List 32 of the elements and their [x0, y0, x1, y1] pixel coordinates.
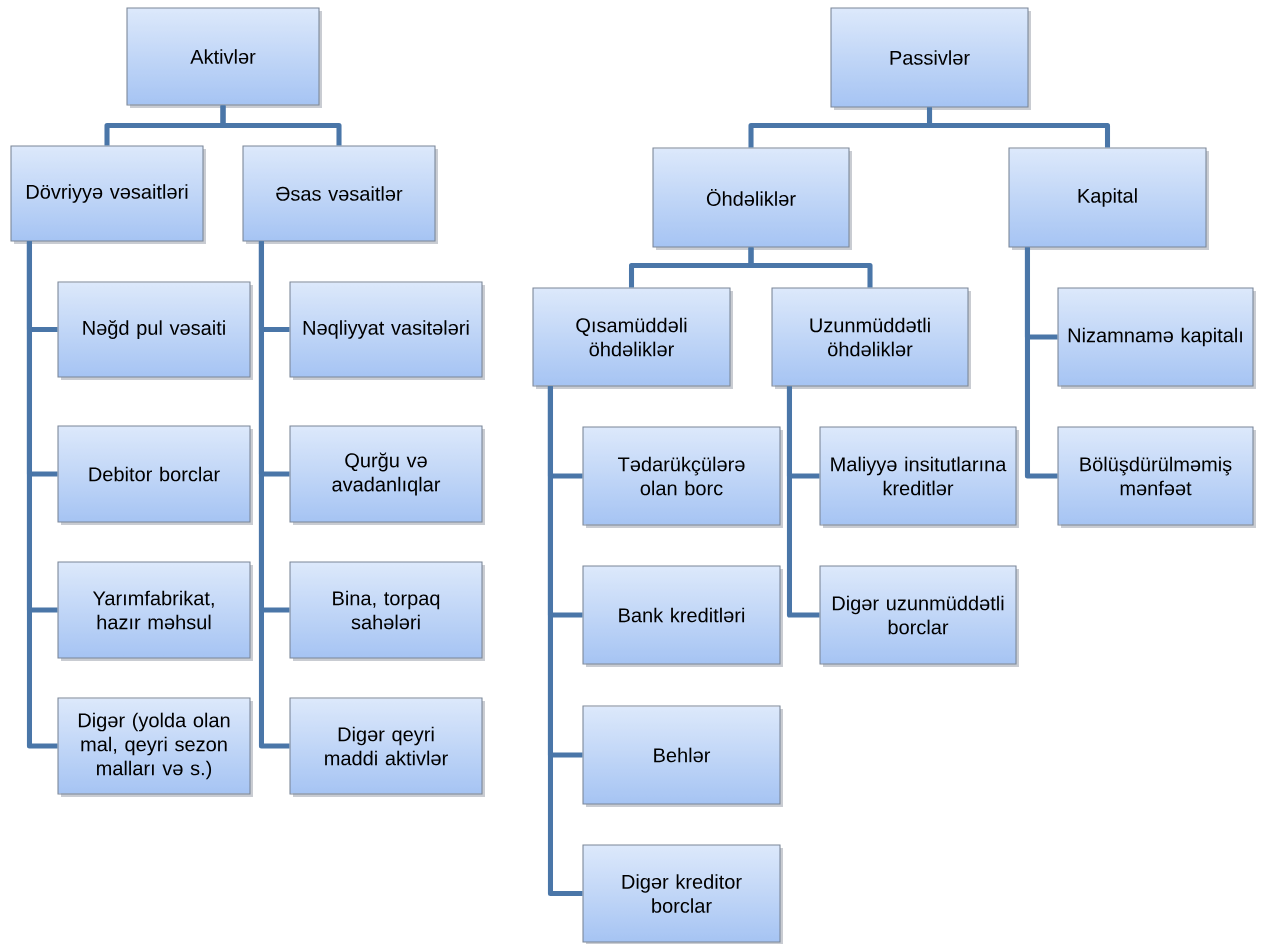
org-box: Maliyyə insitutlarına kreditlər	[819, 426, 1017, 526]
connector-line	[26, 241, 58, 749]
org-box: Digər kreditor borclar	[582, 844, 781, 943]
connector-line	[1024, 247, 1058, 479]
org-box: Digər uzunmüddətli borclar	[819, 565, 1017, 665]
org-box: Digər qeyri maddi aktivlər	[289, 697, 483, 795]
org-box: Bank kreditləri	[582, 565, 781, 665]
org-box: Yarımfabrikat, hazır məhsul	[57, 561, 251, 659]
org-box: Qurğu və avadanlıqlar	[289, 425, 483, 523]
connector-line	[926, 107, 1111, 148]
org-box: Tədarükçülərə olan borc	[582, 426, 781, 526]
org-box: Behlər	[582, 705, 781, 805]
org-box: Əsas vəsaitlər	[242, 145, 436, 242]
connector-line	[220, 105, 342, 146]
org-box: Debitor borclar	[57, 425, 251, 523]
org-box: Qısamüddəli öhdəliklər	[532, 287, 731, 387]
org-box: Aktivlər	[126, 7, 320, 106]
org-box: Dövriyyə vəsaitləri	[10, 145, 204, 242]
connector-line	[748, 247, 873, 288]
org-box: Bölüşdürülməmiş mənfəət	[1057, 426, 1254, 526]
org-box: Nəqliyyat vasitələri	[289, 281, 483, 378]
org-box: Nəğd pul vəsaiti	[57, 281, 251, 378]
org-box: Uzunmüddətli öhdəliklər	[771, 287, 969, 387]
connector-line	[786, 386, 820, 618]
org-box: Digər (yolda olan mal, qeyri sezon malları və s.)	[57, 697, 251, 795]
org-box: Bina, torpaq sahələri	[289, 561, 483, 659]
org-box: Kapital	[1008, 147, 1207, 248]
org-box: Öhdəliklər	[652, 147, 850, 248]
org-box: Passivlər	[830, 7, 1029, 108]
org-box: Nizamnamə kapitalı	[1057, 287, 1254, 387]
connector-line	[547, 386, 583, 897]
connector-line	[258, 241, 290, 749]
